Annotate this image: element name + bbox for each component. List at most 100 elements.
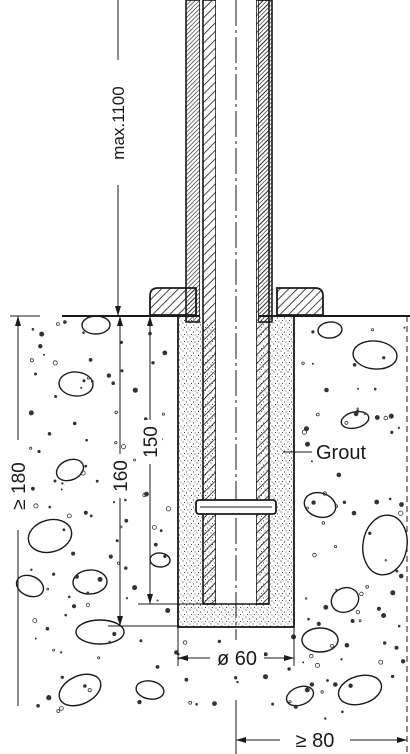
aggregate-speck [334, 545, 338, 549]
aggregate-speck [316, 621, 321, 627]
aggregate-speck [33, 503, 39, 509]
aggregate-speck [84, 464, 88, 468]
aggregate-speck [30, 568, 33, 572]
aggregate-stone [303, 491, 337, 519]
aggregate-speck [165, 506, 171, 512]
aggregate-speck [162, 350, 168, 356]
dim-max-height-label: max.1100 [109, 86, 128, 159]
aggregate-speck [384, 559, 388, 562]
aggregate-speck [195, 702, 198, 706]
aggregate-speck [165, 608, 171, 614]
dim-spacing-arrow-left [236, 737, 246, 743]
aggregate-speck [371, 328, 375, 332]
aggregate-speck [399, 502, 404, 507]
collar-right [276, 287, 324, 316]
dim-160-label-bg [108, 454, 132, 498]
aggregate-speck [39, 331, 45, 337]
aggregate-speck [287, 667, 291, 671]
dim-diameter-arrow-left [178, 655, 188, 661]
aggregate-speck [48, 505, 51, 509]
aggregate-speck [54, 394, 58, 398]
aggregate-speck [374, 415, 380, 420]
aggregate-stone [58, 673, 102, 707]
aggregate-stone [301, 627, 339, 653]
aggregate-speck [334, 504, 339, 508]
aggregate-speck [59, 706, 64, 711]
aggregate-speck [52, 360, 58, 366]
aggregate-speck [341, 710, 344, 714]
aggregate-speck [34, 637, 37, 640]
aggregate-speck [342, 500, 347, 504]
aggregate-speck [184, 677, 189, 682]
aggregate-speck [61, 482, 64, 485]
aggregate-stone [15, 574, 45, 598]
aggregate-speck [368, 531, 372, 535]
aggregate-speck [332, 682, 338, 687]
aggregate-speck [89, 514, 93, 518]
aggregate-speck [356, 407, 359, 410]
aggregate-speck [97, 656, 101, 660]
aggregate-speck [315, 412, 320, 417]
aggregate-speck [97, 576, 103, 582]
aggregate-speck [383, 641, 387, 645]
aggregate-stone [55, 458, 85, 482]
aggregate-stone [337, 674, 383, 706]
aggregate-speck [116, 561, 121, 565]
aggregate-speck [29, 358, 34, 363]
aggregate-speck [68, 595, 71, 599]
collar-left [149, 287, 197, 316]
aggregate-speck [306, 506, 309, 510]
aggregate-speck [91, 380, 94, 383]
aggregate-speck [155, 665, 160, 669]
dim-160-arrow-bottom [117, 616, 123, 626]
aggregate-speck [124, 566, 128, 570]
aggregate-speck [309, 682, 315, 687]
aggregate-stone [72, 569, 108, 595]
aggregate-speck [212, 701, 217, 706]
aggregate-speck [95, 479, 99, 483]
aggregate-speck [311, 500, 316, 505]
aggregate-speck [83, 684, 87, 688]
dim-diameter-label-bg [210, 644, 264, 670]
aggregate-speck [106, 373, 112, 378]
aggregate-speck [390, 590, 396, 596]
aggregate-speck [350, 619, 355, 624]
aggregate-speck [87, 688, 92, 693]
aggregate-speck [403, 326, 406, 329]
aggregate-speck [32, 618, 38, 623]
aggregate-speck [37, 449, 41, 454]
aggregate-speck [72, 421, 77, 426]
aggregate-speck [336, 472, 342, 478]
aggregate-speck [373, 387, 377, 391]
aggregate-speck [71, 551, 76, 556]
aggregate-speck [82, 379, 86, 383]
aggregate-speck [137, 699, 142, 705]
aggregate-speck [114, 440, 118, 445]
aggregate-speck [400, 659, 406, 664]
dim-spacing-label: ≥ 80 [296, 730, 335, 752]
aggregate-speck [381, 613, 387, 619]
aggregate-speck [60, 675, 64, 679]
aggregate-speck [263, 652, 268, 657]
aggregate-speck [36, 703, 40, 708]
aggregate-speck [161, 412, 165, 416]
aggregate-speck [323, 604, 329, 610]
aggregate-speck [144, 491, 149, 497]
aggregate-speck [80, 386, 83, 389]
aggregate-speck [307, 617, 310, 621]
aggregate-speck [156, 599, 159, 602]
aggregate-speck [390, 674, 395, 679]
aggregate-speck [398, 573, 404, 579]
aggregate-speck [71, 604, 77, 609]
aggregate-speck [56, 709, 61, 713]
grout-label: Grout [316, 442, 366, 464]
aggregate-speck [125, 597, 129, 600]
aggregate-speck [397, 426, 400, 429]
aggregate-stone [75, 619, 125, 645]
aggregate-speck [87, 376, 91, 380]
dim-diameter-label: ø 60 [217, 648, 257, 670]
aggregate-speck [388, 413, 394, 419]
aggregate-speck [34, 372, 38, 376]
aggregate-speck [398, 510, 404, 516]
